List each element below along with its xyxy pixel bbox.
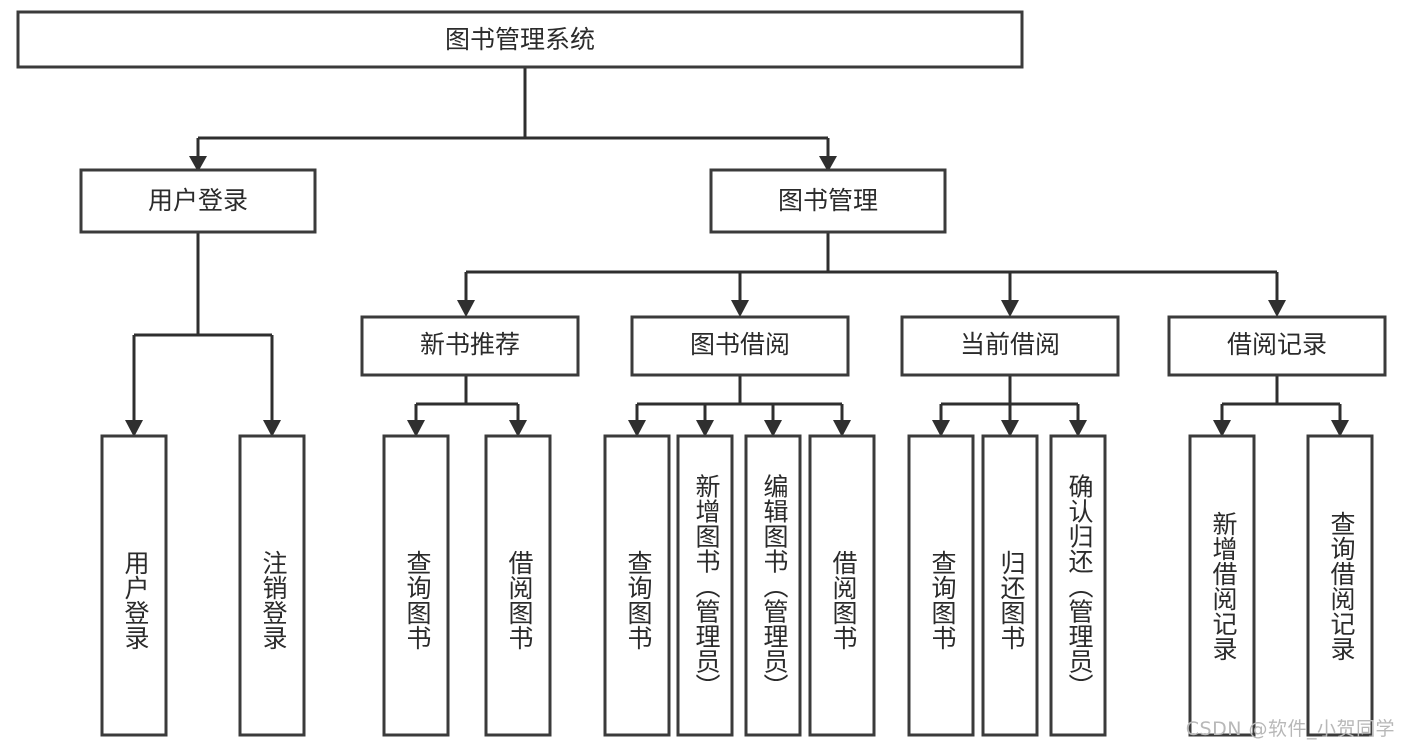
leaf-box[interactable]: [603, 434, 671, 737]
node-current-borrow-box[interactable]: [900, 315, 1120, 377]
arrow-head-icon: [628, 420, 646, 437]
leaf-borrow-record-query[interactable]: 查询借阅记录: [1306, 434, 1374, 737]
leaf-current-borrow-return[interactable]: 归还图书: [981, 434, 1039, 737]
node-book-manage-box[interactable]: [709, 168, 947, 234]
node-new-book-recommend-box[interactable]: [360, 315, 580, 377]
leaf-new-book-borrow[interactable]: 借阅图书: [484, 434, 552, 737]
leaf-label: 借阅图书: [829, 550, 858, 650]
leaf-label: 查询图书: [928, 550, 957, 650]
leaf-label: 借阅图书: [505, 550, 534, 650]
leaf-box[interactable]: [238, 434, 306, 737]
node-current-borrow[interactable]: 当前借阅: [900, 315, 1120, 377]
node-borrow-record[interactable]: 借阅记录: [1167, 315, 1387, 377]
leaf-label: 注销登录: [259, 550, 288, 650]
arrow-head-icon: [764, 420, 782, 437]
leaf-box[interactable]: [1049, 434, 1107, 737]
leaf-box[interactable]: [744, 434, 802, 737]
csdn-watermark: CSDN @软件_小贺同学: [1185, 718, 1395, 740]
leaf-label: 查询借阅记录: [1327, 511, 1356, 661]
leaf-box[interactable]: [676, 434, 734, 737]
leaf-new-book-query[interactable]: 查询图书: [382, 434, 450, 737]
node-root-label: 图书管理系统: [445, 25, 595, 54]
leaf-label: 新增图书（管理员）: [692, 474, 721, 699]
node-new-book-recommend[interactable]: 新书推荐: [360, 315, 580, 377]
leaf-book-borrow-add[interactable]: 新增图书（管理员）: [676, 434, 734, 737]
leaf-book-borrow-edit[interactable]: 编辑图书（管理员）: [744, 434, 802, 737]
leaf-borrow-record-add[interactable]: 新增借阅记录: [1188, 434, 1256, 737]
arrow-head-icon: [263, 420, 281, 437]
leaf-box[interactable]: [808, 434, 876, 737]
node-user-login-label: 用户登录: [148, 186, 248, 215]
arrow-head-icon: [932, 420, 950, 437]
leaf-current-borrow-confirm[interactable]: 确认归还（管理员）: [1049, 434, 1107, 737]
node-current-borrow-label: 当前借阅: [960, 330, 1060, 359]
arrow-head-icon: [509, 420, 527, 437]
node-book-borrow-label: 图书借阅: [690, 330, 790, 359]
leaf-box[interactable]: [1306, 434, 1374, 737]
leaf-box[interactable]: [907, 434, 975, 737]
node-root-box[interactable]: [16, 10, 1024, 69]
node-user-login[interactable]: 用户登录: [79, 168, 317, 234]
arrow-head-icon: [696, 420, 714, 437]
arrow-head-icon: [833, 420, 851, 437]
arrow-head-icon: [1001, 300, 1019, 317]
leaf-box[interactable]: [484, 434, 552, 737]
leaf-box[interactable]: [100, 434, 168, 737]
node-root-system[interactable]: 图书管理系统: [16, 10, 1024, 69]
node-book-manage-label: 图书管理: [778, 186, 878, 215]
arrow-head-icon: [819, 156, 837, 172]
leaf-box[interactable]: [981, 434, 1039, 737]
node-borrow-record-box[interactable]: [1167, 315, 1387, 377]
leaf-label: 用户登录: [121, 550, 150, 650]
arrow-head-icon: [1331, 420, 1349, 437]
arrow-head-icon: [1001, 420, 1019, 437]
node-book-borrow[interactable]: 图书借阅: [630, 315, 850, 377]
leaf-book-borrow-borrow[interactable]: 借阅图书: [808, 434, 876, 737]
edge-layer: [125, 67, 1349, 437]
leaf-user-login-login[interactable]: 用户登录: [100, 434, 168, 737]
arrow-head-icon: [125, 420, 143, 437]
node-book-manage[interactable]: 图书管理: [709, 168, 947, 234]
node-user-login-box[interactable]: [79, 168, 317, 234]
arrow-head-icon: [457, 300, 475, 317]
arrow-head-icon: [731, 300, 749, 317]
node-book-borrow-box[interactable]: [630, 315, 850, 377]
arrow-head-icon: [1069, 420, 1087, 437]
leaf-label: 编辑图书（管理员）: [760, 474, 789, 699]
leaf-label: 确认归还（管理员）: [1065, 474, 1094, 699]
leaf-label: 查询图书: [624, 550, 653, 650]
arrow-head-icon: [407, 420, 425, 437]
leaf-box[interactable]: [382, 434, 450, 737]
leaf-box[interactable]: [1188, 434, 1256, 737]
arrow-head-icon: [1213, 420, 1231, 437]
leaf-label: 查询图书: [403, 550, 432, 650]
node-borrow-record-label: 借阅记录: [1227, 330, 1327, 359]
leaf-user-login-logout[interactable]: 注销登录: [238, 434, 306, 737]
leaf-book-borrow-query[interactable]: 查询图书: [603, 434, 671, 737]
leaf-label: 归还图书: [997, 550, 1026, 650]
leaf-label: 新增借阅记录: [1209, 511, 1238, 661]
arrow-head-icon: [189, 156, 207, 172]
leaf-current-borrow-query[interactable]: 查询图书: [907, 434, 975, 737]
arrow-head-icon: [1268, 300, 1286, 317]
node-new-book-recommend-label: 新书推荐: [420, 330, 520, 359]
